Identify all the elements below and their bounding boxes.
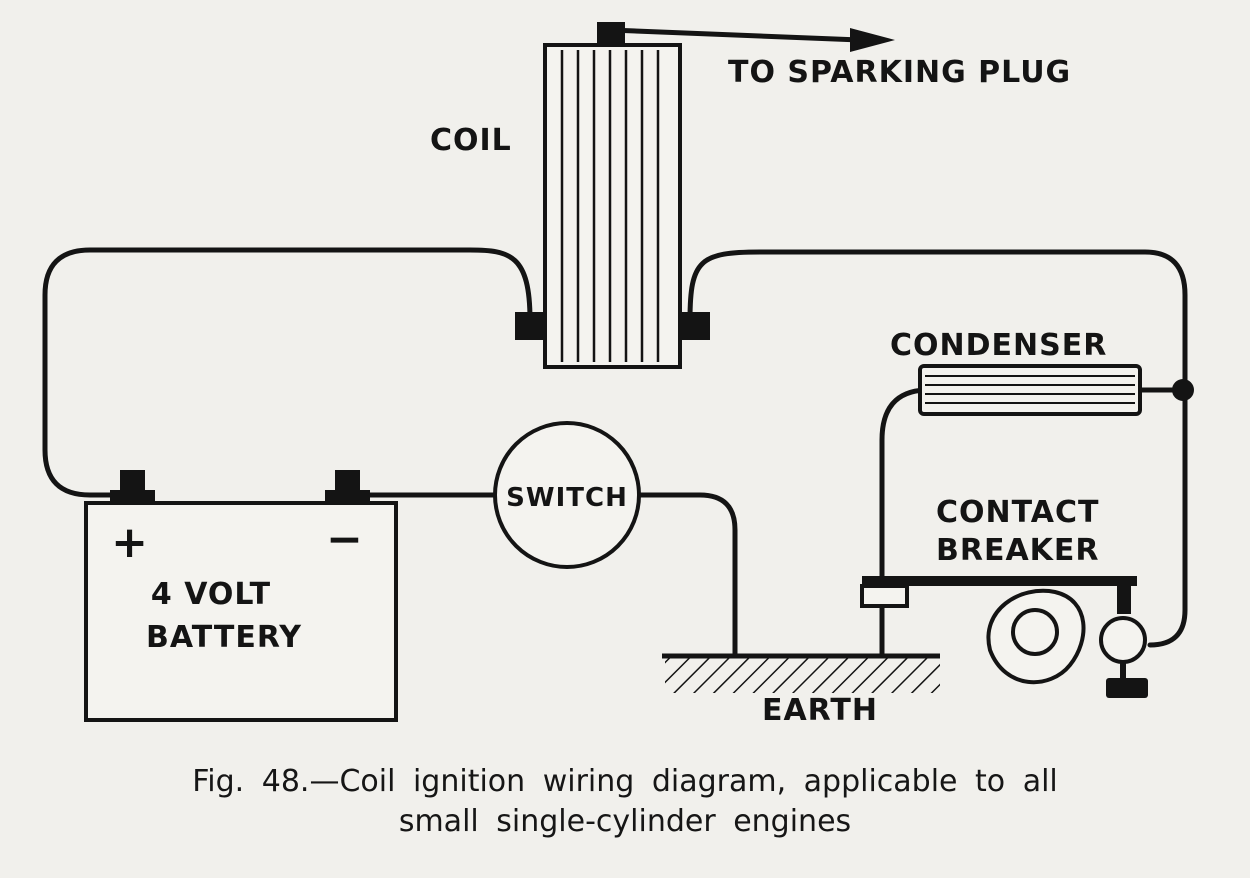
wires — [42, 27, 1188, 658]
wire-switch-to-earth — [637, 492, 738, 658]
label-earth: EARTH — [762, 693, 878, 728]
contact-breaker — [860, 576, 1148, 698]
condenser — [918, 364, 1194, 416]
label-condenser: CONDENSER — [890, 328, 1107, 363]
junction-dot-icon — [1172, 379, 1194, 401]
label-battery-voltage: 4 VOLT — [151, 577, 271, 612]
label-battery-name: BATTERY — [146, 620, 302, 655]
wire-coil-to-battery-plus — [42, 247, 533, 498]
coil-terminal-left-icon — [515, 312, 545, 340]
wire-coil-to-sparking-plug — [607, 27, 863, 43]
figure-caption: Fig. 48.—Coil ignition wiring diagram, a… — [0, 762, 1250, 842]
label-contact: CONTACT — [936, 495, 1099, 530]
wire-coil-to-contact-breaker — [687, 249, 1188, 648]
label-switch: SWITCH — [506, 483, 628, 513]
coil — [515, 22, 710, 369]
label-battery-minus: − — [326, 514, 364, 565]
caption-line-2: small single-cylinder engines — [398, 804, 852, 839]
arrow-head-icon — [850, 28, 895, 52]
caption-line-1: Fig. 48.—Coil ignition wiring diagram, a… — [192, 764, 1058, 799]
label-to-sparking-plug: TO SPARKING PLUG — [728, 55, 1071, 90]
label-battery-plus: + — [111, 517, 149, 568]
battery-terminal-plus-icon — [110, 470, 155, 503]
battery-terminal-minus-icon — [325, 470, 370, 503]
label-coil: COIL — [430, 123, 512, 158]
switch — [493, 421, 641, 569]
coil-terminal-right-icon — [680, 312, 710, 340]
wiring-diagram: COIL TO SPARKING PLUG CONDENSER CONTACT … — [42, 22, 1194, 728]
battery — [84, 470, 398, 722]
wire-condenser-left-to-breaker — [879, 387, 928, 585]
label-breaker: BREAKER — [936, 533, 1100, 568]
earth-ground — [662, 653, 940, 693]
pivot-post-icon — [1099, 616, 1147, 664]
